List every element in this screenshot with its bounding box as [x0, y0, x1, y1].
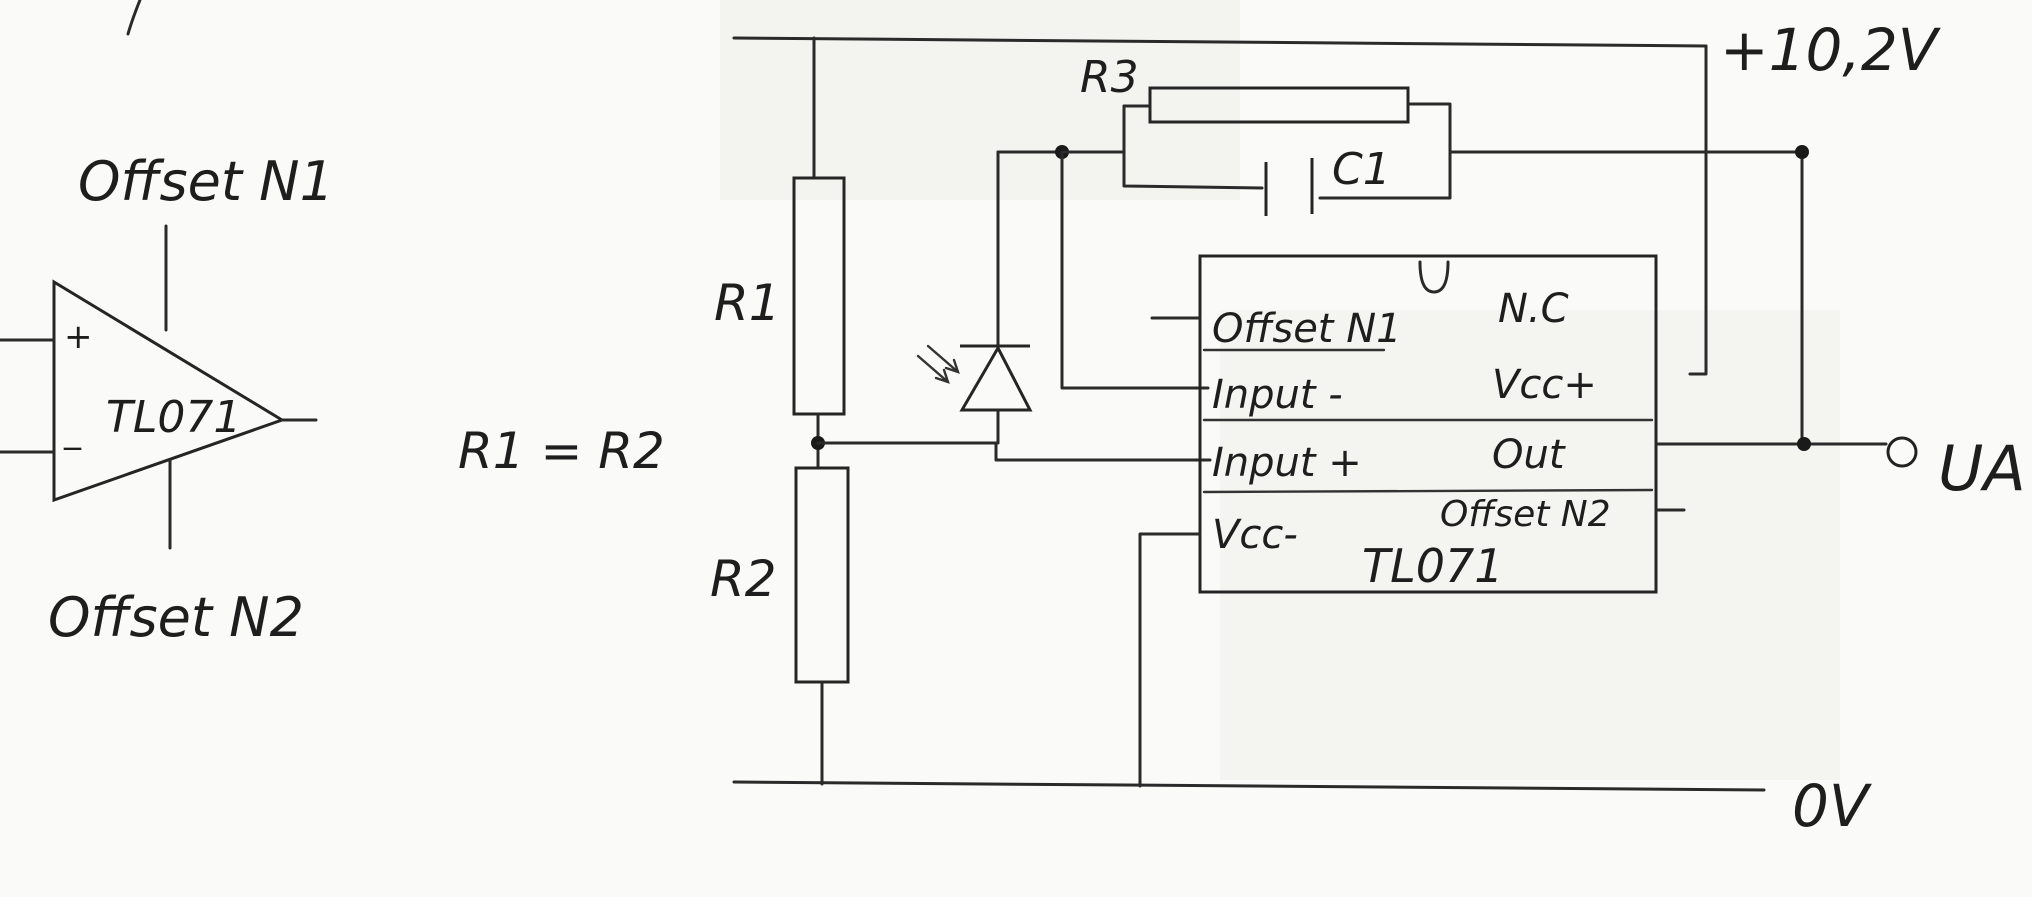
supply-rail: +10,2V — [732, 16, 1942, 376]
ground-label: 0V — [1792, 772, 1873, 840]
supply-to-vcc-plus-wire — [1688, 44, 1708, 376]
photodiode — [916, 150, 1062, 445]
divider-to-input-plus-wire — [816, 441, 1212, 462]
pin-offset-n1-label: Offset N1 — [1212, 306, 1402, 352]
pin-vcc-minus-label: Vcc- — [1212, 512, 1298, 558]
supply-rail-line — [732, 36, 1708, 48]
pin-nc-label: N.C — [1498, 286, 1569, 332]
photodiode-triangle — [959, 344, 1033, 412]
ic-body — [1198, 254, 1658, 594]
c1-left-wire — [1122, 104, 1264, 190]
background-bleed-text — [720, 0, 1840, 780]
ground-rail: 0V — [732, 772, 1873, 840]
light-arrow-2-icon — [926, 344, 960, 374]
r3-label: R3 — [1080, 52, 1139, 103]
pin-out-label: Out — [1492, 432, 1566, 478]
offset-n1-label: Offset N1 — [78, 150, 334, 213]
output-terminal — [1886, 436, 1918, 468]
pin-input-plus-label: Input + — [1212, 440, 1362, 486]
opamp-symbol-label: TL071 — [106, 392, 241, 443]
opamp-symbol: + _ TL071 Offset N1 Offset N2 — [0, 150, 334, 649]
c1-label: C1 — [1332, 144, 1391, 195]
voltage-divider: R1 R2 — [710, 36, 1212, 786]
pin-vcc-plus-label: Vcc+ — [1492, 362, 1597, 408]
ground-rail-line — [732, 780, 1766, 792]
resistor-r2 — [794, 466, 850, 684]
ic-name-label: TL071 — [1362, 539, 1504, 593]
cropped-glyph — [126, 0, 142, 36]
resistor-r1 — [792, 176, 846, 416]
pin-offset-n2-label: Offset N2 — [1440, 494, 1611, 535]
feedback-network: R3 C1 — [1055, 52, 1802, 390]
supply-voltage-label: +10,2V — [1720, 16, 1942, 84]
feedback-to-input-minus-wire — [1060, 150, 1210, 390]
tl071-ic: Offset N1 Input - Input + Vcc- N.C Vcc+ … — [1138, 254, 1686, 788]
opamp-triangle — [52, 279, 286, 503]
ic-row-divider-3 — [1202, 488, 1654, 494]
pin-input-minus-label: Input - — [1212, 372, 1343, 418]
opamp-minus-sign: _ — [63, 411, 82, 451]
opamp-plus-sign: + — [64, 317, 93, 357]
r2-label: R2 — [710, 550, 777, 608]
resistor-equation: R1 = R2 — [458, 422, 665, 480]
light-arrow-1-icon — [916, 354, 950, 384]
output-junction-dot — [1797, 437, 1811, 451]
offset-n2-label: Offset N2 — [48, 586, 304, 649]
output-top-dot — [1795, 145, 1809, 159]
vcc-minus-to-ground-wire — [1138, 532, 1202, 788]
r1-label: R1 — [714, 274, 781, 332]
output-voltage-label: UA — [1938, 432, 2026, 505]
output-node: UA — [1654, 145, 2026, 505]
ic-notch — [1418, 260, 1450, 294]
